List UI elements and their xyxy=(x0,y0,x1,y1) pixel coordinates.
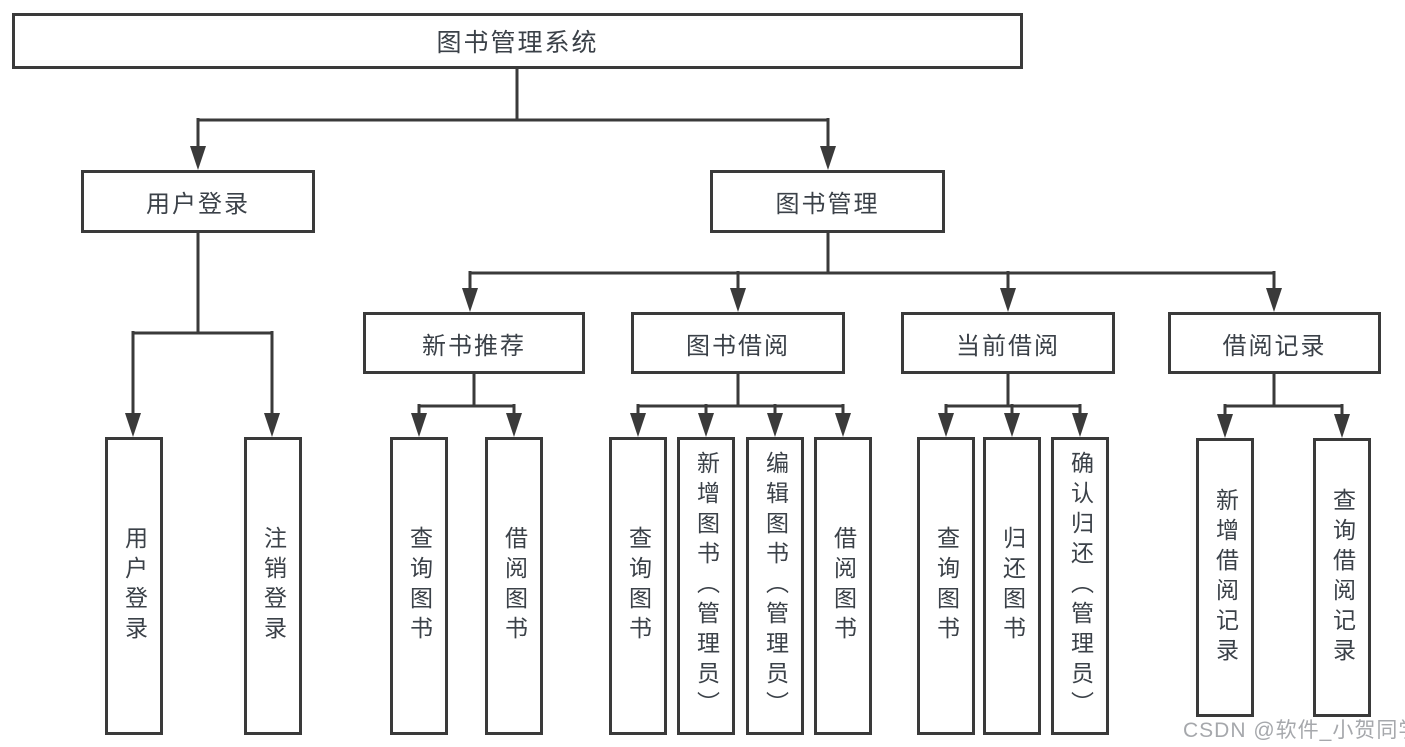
watermark: CSDN @软件_小贺同学 xyxy=(1183,719,1405,742)
leaf-user-login: 用户登录 xyxy=(105,437,163,735)
node-book-borrowing: 图书借阅 xyxy=(631,312,845,374)
node-borrowing-records: 借阅记录 xyxy=(1168,312,1381,374)
leaf-query-books-borrowing-label: 查询图书 xyxy=(625,526,652,646)
leaf-query-books-current: 查询图书 xyxy=(917,437,975,735)
node-book-management-label: 图书管理 xyxy=(775,191,880,218)
node-root-system: 图书管理系统 xyxy=(12,13,1023,69)
leaf-add-borrow-record-label: 新增借阅记录 xyxy=(1212,487,1239,668)
leaf-return-books: 归还图书 xyxy=(983,437,1041,735)
leaf-query-books-recommend: 查询图书 xyxy=(390,437,448,735)
leaf-query-books-borrowing: 查询图书 xyxy=(609,437,667,735)
node-root-system-label: 图书管理系统 xyxy=(436,29,599,57)
leaf-query-borrow-record: 查询借阅记录 xyxy=(1313,438,1371,717)
node-user-login: 用户登录 xyxy=(81,170,315,233)
leaf-edit-book-admin: 编辑图书（管理员） xyxy=(746,437,804,735)
leaf-confirm-return-admin: 确认归还（管理员） xyxy=(1051,437,1109,735)
leaf-add-book-admin: 新增图书（管理员） xyxy=(677,437,735,735)
node-new-book-recommendation-label: 新书推荐 xyxy=(422,332,526,360)
leaf-query-books-recommend-label: 查询图书 xyxy=(406,526,433,646)
node-book-borrowing-label: 图书借阅 xyxy=(686,332,790,360)
leaf-borrow-books-recommend-label: 借阅图书 xyxy=(501,526,528,646)
leaf-logout-label: 注销登录 xyxy=(260,526,287,646)
leaf-add-borrow-record: 新增借阅记录 xyxy=(1196,438,1254,717)
node-user-login-label: 用户登录 xyxy=(146,191,250,218)
node-current-borrowing: 当前借阅 xyxy=(901,312,1115,374)
leaf-return-books-label: 归还图书 xyxy=(999,526,1026,646)
leaf-query-books-current-label: 查询图书 xyxy=(933,526,960,646)
node-borrowing-records-label: 借阅记录 xyxy=(1222,332,1327,360)
leaf-borrow-books-borrowing-label: 借阅图书 xyxy=(830,526,857,646)
leaf-user-login-label: 用户登录 xyxy=(121,526,148,646)
leaf-confirm-return-admin-label: 确认归还（管理员） xyxy=(1067,451,1094,721)
leaf-borrow-books-recommend: 借阅图书 xyxy=(485,437,543,735)
leaf-query-borrow-record-label: 查询借阅记录 xyxy=(1329,487,1356,668)
node-new-book-recommendation: 新书推荐 xyxy=(363,312,585,374)
leaf-add-book-admin-label: 新增图书（管理员） xyxy=(693,451,720,721)
node-book-management: 图书管理 xyxy=(710,170,945,233)
leaf-borrow-books-borrowing: 借阅图书 xyxy=(814,437,872,735)
leaf-edit-book-admin-label: 编辑图书（管理员） xyxy=(762,451,789,721)
node-current-borrowing-label: 当前借阅 xyxy=(956,332,1060,360)
leaf-logout: 注销登录 xyxy=(244,437,302,735)
